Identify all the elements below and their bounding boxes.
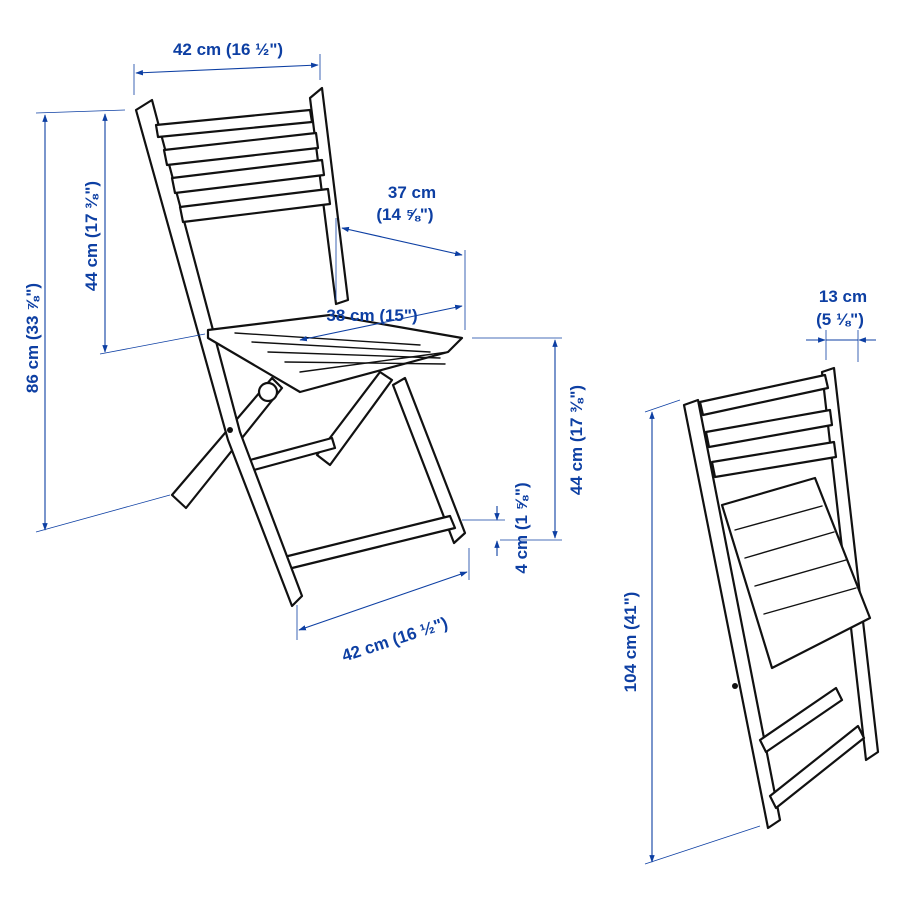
total-height-label: 86 cm (33 ⅞") — [23, 283, 42, 393]
folded-height-label: 104 cm (41") — [621, 592, 640, 693]
backrest-slat-3 — [170, 158, 326, 195]
stretcher-height-label: 4 cm (1 ⅝") — [512, 482, 531, 573]
folded-front-post — [682, 398, 782, 830]
backrest-height-label: 44 cm (17 ⅜") — [82, 181, 101, 291]
hinge-circle — [257, 381, 279, 403]
seat-height-label: 44 cm (17 ⅜") — [567, 385, 586, 495]
pivot-bolt — [227, 427, 233, 433]
cross-leg-right — [315, 370, 394, 467]
rear-leg — [391, 376, 467, 545]
cross-leg-left — [170, 376, 284, 510]
folded-seat-line-3 — [754, 559, 847, 587]
seat-depth-dimension — [341, 226, 463, 257]
folded-pivot-bolt — [732, 683, 738, 689]
seat-depth-label-line1: 37 cm — [388, 183, 436, 202]
folded-seat-line-2 — [744, 531, 835, 559]
base-width-label: 42 cm (16 ½") — [340, 613, 451, 665]
seat-width-dimension — [299, 304, 463, 342]
folded-seat — [720, 476, 872, 670]
dimension-lines — [35, 54, 876, 865]
folded-chair-illustration — [682, 366, 880, 830]
backrest-slat-2 — [162, 131, 320, 167]
folded-bottom-stretcher — [768, 724, 866, 810]
base-width-dimension — [298, 571, 468, 631]
seat-depth-label-line2: (14 ⅝") — [376, 205, 433, 224]
top-width-label: 42 cm (16 ½") — [173, 40, 283, 59]
folded-seat-line-4 — [763, 587, 857, 615]
folded-backrest-slat-3 — [710, 440, 838, 479]
backrest-slat-4 — [178, 187, 332, 224]
backrest-slat-1 — [154, 108, 314, 139]
seat-frame — [206, 313, 464, 394]
seat-slat-line-2 — [251, 341, 431, 353]
seat-width-label: 38 cm (15") — [326, 306, 417, 325]
top-width-dimension — [135, 62, 319, 76]
bottom-stretcher — [278, 514, 457, 572]
open-chair-illustration — [134, 86, 467, 608]
folded-thickness-label-line1: 13 cm — [819, 287, 867, 306]
folded-middle-stretcher — [758, 686, 844, 754]
folded-rear-post — [820, 366, 880, 762]
folded-seat-line-1 — [734, 505, 823, 531]
folded-backrest-top — [698, 373, 830, 417]
folded-thickness-label-line2: (5 ⅛") — [816, 310, 864, 329]
seat-front-edge — [299, 351, 449, 373]
folded-backrest-slat-2 — [704, 408, 834, 449]
